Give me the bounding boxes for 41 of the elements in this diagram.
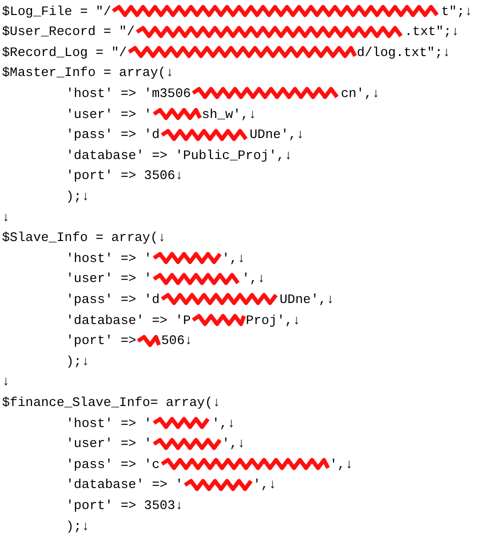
code-text: 'port' => — [66, 333, 136, 348]
code-text: ↓ — [2, 374, 10, 390]
code-text: $Log_File = "/ — [2, 4, 112, 18]
code-text: ',↓ — [222, 436, 246, 452]
code-text: 'port' => 3503↓ — [66, 498, 184, 513]
code-text: 'pass' => 'd — [66, 127, 160, 142]
code-text: t";↓ — [441, 4, 472, 18]
code-text: );↓ — [66, 354, 90, 369]
code-text: UDne',↓ — [280, 292, 334, 307]
code-text: 'user' => ' — [66, 106, 152, 122]
code-text: ',↓ — [212, 416, 236, 430]
code-text: ',↓ — [222, 250, 246, 266]
code-text: $Slave_Info = array(↓ — [2, 230, 166, 246]
code-text: d/log.txt";↓ — [356, 44, 450, 60]
code-text: 'host' => 'm3506 — [66, 86, 191, 101]
code-text: $User_Record = "/ — [2, 24, 135, 40]
code-text: $Master_Info = array(↓ — [2, 65, 174, 80]
code-text: 'database' => 'Public_Proj',↓ — [66, 148, 292, 163]
code-text: $Record_Log = "/ — [2, 44, 127, 60]
code-text: ',↓ — [330, 456, 354, 472]
code-text: );↓ — [66, 518, 90, 534]
code-text: sh_w',↓ — [202, 106, 256, 122]
code-text: Proj',↓ — [246, 312, 300, 328]
code-text: cn',↓ — [340, 86, 380, 101]
code-text: );↓ — [66, 188, 90, 204]
code-text: 'database' => 'P — [66, 312, 191, 328]
code-text: 'host' => ' — [66, 250, 152, 266]
code-text: ',↓ — [242, 271, 266, 286]
code-text: 'database' => ' — [66, 477, 184, 492]
code-text: 'port' => 3506↓ — [66, 168, 184, 184]
code-text: 506↓ — [161, 333, 192, 348]
code-text: UDne',↓ — [250, 127, 304, 142]
code-text: 'pass' => 'd — [66, 292, 160, 307]
code-text: 'pass' => 'c — [66, 456, 160, 472]
code-text: .txt";↓ — [404, 24, 460, 40]
code-text: 'user' => ' — [66, 271, 152, 286]
code-text: ',↓ — [253, 477, 276, 492]
code-text: ↓ — [2, 210, 10, 224]
code-text: 'user' => ' — [66, 436, 152, 452]
code-text: 'host' => ' — [66, 416, 152, 430]
code-text: $finance_Slave_Info= array(↓ — [2, 394, 220, 410]
